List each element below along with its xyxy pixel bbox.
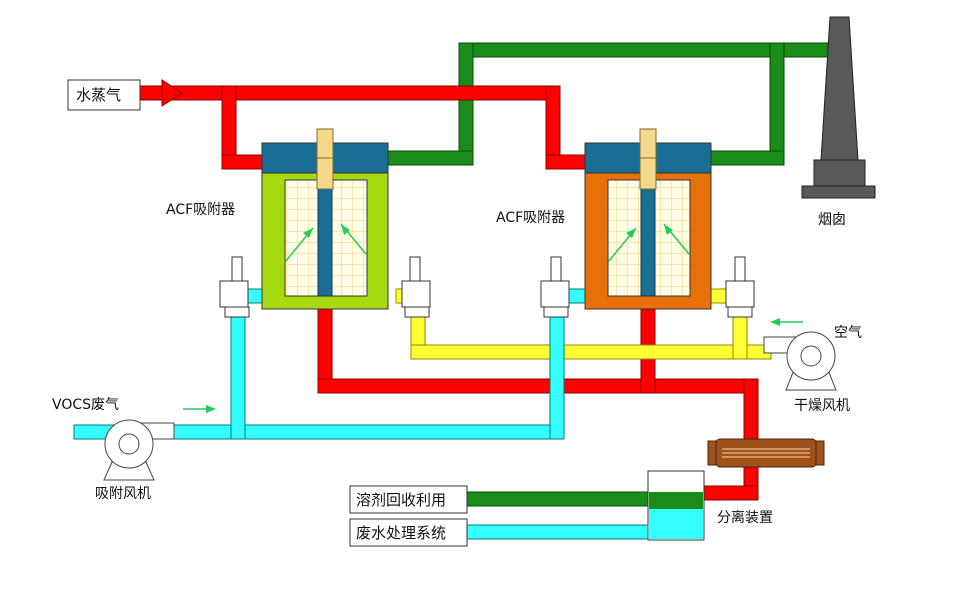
vocs-flow-arrow [183,405,216,413]
chimney-icon [801,16,876,199]
flow-arrow-head [303,228,313,238]
steam-label: 水蒸气 [76,86,121,104]
flow-arrow-head [341,224,350,235]
chimney-label: 烟囱 [818,212,846,228]
steam-inlet-arrow [161,79,183,107]
separator-label: 分离装置 [717,509,773,526]
vocs-pipes [73,288,588,440]
solvent-pipe [466,491,649,507]
adsorb-fan-label: 吸附风机 [95,486,151,502]
adsorption-fan-icon [103,419,175,481]
valve-icon [540,256,570,318]
acf-left-label: ACF吸附器 [166,202,235,218]
air-label: 空气 [834,325,862,341]
wastewater-box [349,518,468,547]
air-flow-arrow [770,318,803,326]
acf-adsorber-right [584,128,712,310]
valves [219,256,755,318]
steam-box [67,79,141,111]
valve-icon [219,256,250,318]
acf-adsorber-left [261,128,389,310]
solvent-label: 溶剂回收利用 [356,491,446,509]
separator-tank [647,470,705,541]
dry-fan-label: 干燥风机 [794,398,850,414]
drying-fan-icon [763,331,837,391]
flow-arrow-head [664,224,673,235]
wastewater-label: 废水处理系统 [356,524,446,542]
exhaust-pipes [387,42,842,166]
acf-right-label: ACF吸附器 [496,210,565,226]
valve-icon [401,256,431,318]
vocs-label: VOCS废气 [52,397,119,413]
wastewater-pipe [466,524,649,540]
heat-exchanger-icon [707,438,825,468]
valve-icon [725,256,755,318]
flow-arrow-head [626,228,636,238]
solvent-box [349,485,468,514]
